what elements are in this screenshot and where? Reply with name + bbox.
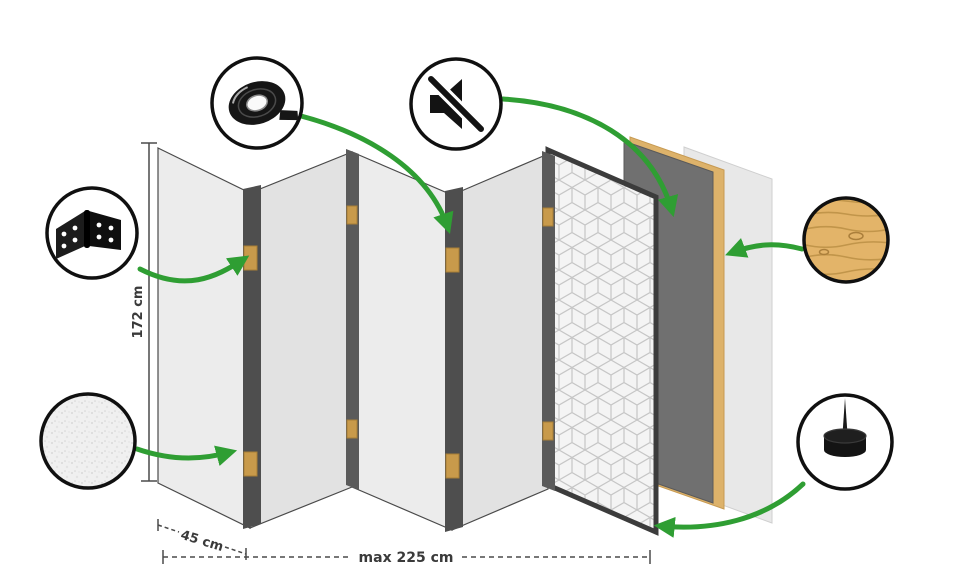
hinge [445, 453, 460, 479]
hinge [445, 247, 460, 273]
tape-arrow [298, 113, 454, 234]
hinge [542, 207, 554, 227]
wood-texture-icon [802, 196, 890, 284]
panel-2 [249, 151, 353, 529]
panel-edge-4 [542, 151, 555, 491]
height-dimension-label: 172 cm [131, 286, 146, 339]
panel-edge-2 [346, 149, 359, 490]
total-width-dimension [162, 550, 651, 564]
canvas-texture-icon [39, 392, 137, 490]
callout-arrows [134, 96, 806, 538]
patterned-panel [545, 146, 659, 536]
panel-width-dimension-label: 45 cm [179, 528, 225, 555]
hinge [542, 421, 554, 441]
adhesive-tape-icon [210, 56, 304, 150]
speaker-arrow [500, 96, 679, 218]
panel-edge-3 [445, 187, 463, 532]
wood-arrow [725, 238, 805, 258]
panel-4 [451, 153, 549, 531]
pin-foot-icon [796, 393, 894, 491]
pin-arrow [653, 481, 806, 538]
panel-edge-1 [243, 185, 261, 529]
hinge-icon [45, 186, 139, 280]
hinges [243, 205, 554, 479]
hinge [346, 419, 358, 439]
muted-speaker-icon [409, 57, 503, 151]
hinge [346, 205, 358, 225]
texture-arrow [134, 445, 238, 466]
hinge-arrow [137, 255, 250, 284]
panel-width-dimension [157, 519, 247, 560]
hinge [243, 451, 258, 477]
panel-1 [157, 147, 251, 529]
height-dimension [141, 142, 157, 482]
folding-screen-panels [157, 147, 555, 532]
max-width-dimension-label: max 225 cm [359, 550, 454, 566]
